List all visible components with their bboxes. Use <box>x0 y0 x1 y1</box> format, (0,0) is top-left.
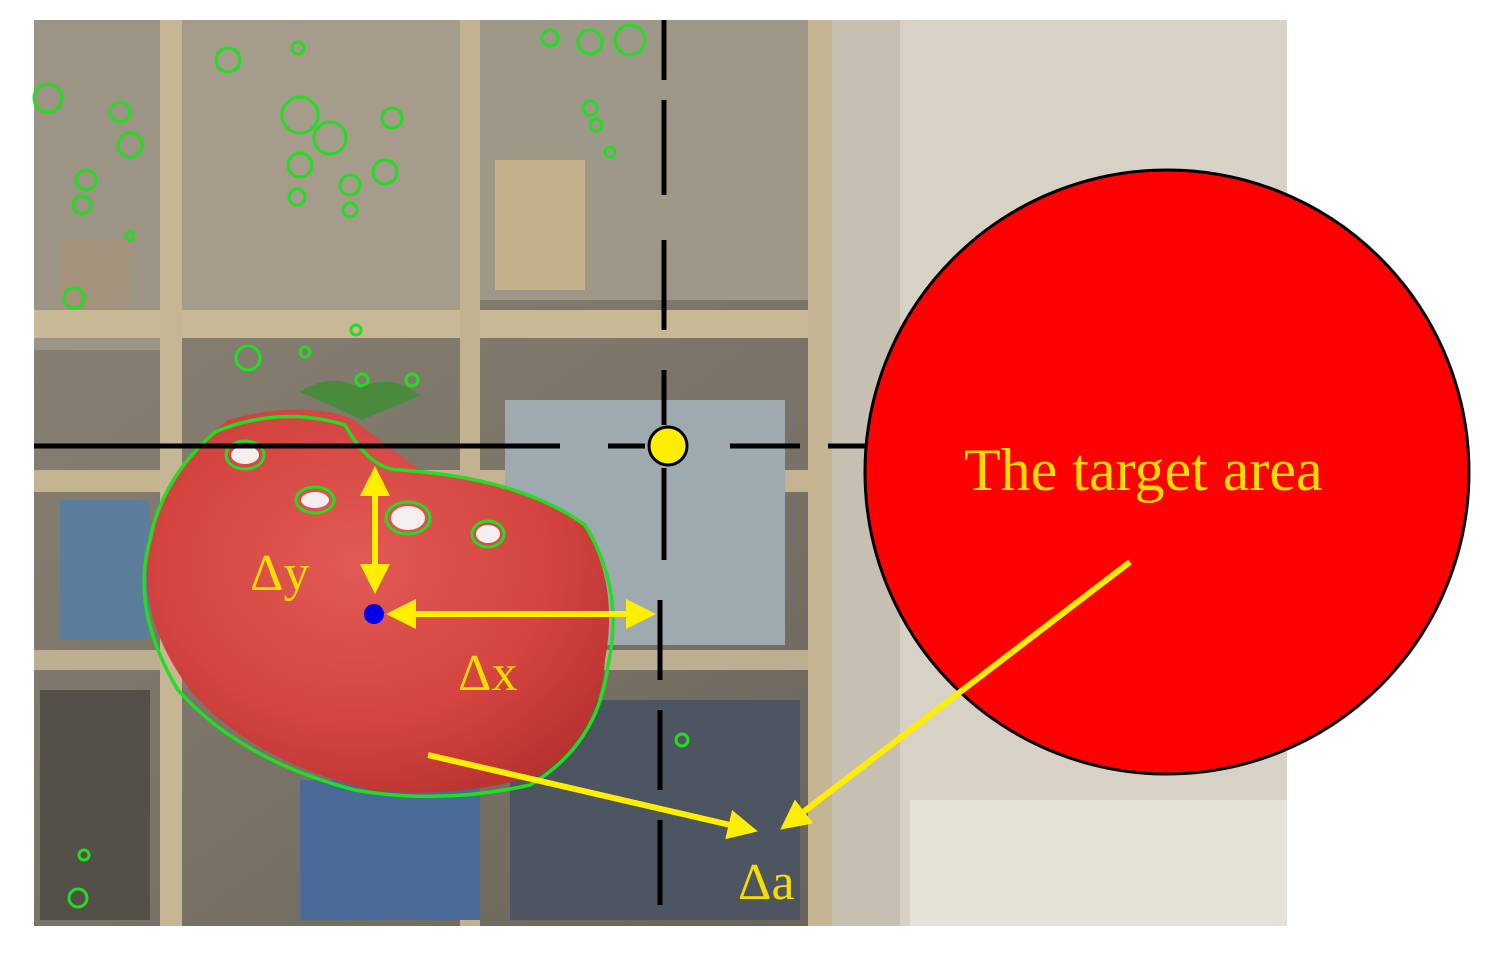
delta-a-label: Δa <box>738 854 795 911</box>
noise-contours <box>32 23 690 909</box>
delta-arrows <box>360 466 1132 840</box>
delta-a-arrow-from-tomato <box>427 752 758 840</box>
target-area-label: The target area <box>964 437 1323 503</box>
tomato-centroid <box>364 604 384 624</box>
delta-x-label: Δx <box>458 645 518 702</box>
crosshair <box>34 20 880 905</box>
target-area-circle <box>863 168 1471 776</box>
tomato <box>146 380 610 793</box>
image-center-point <box>647 425 689 467</box>
delta-y-label: Δy <box>250 545 310 602</box>
delta-a-arrow-from-target <box>780 559 1132 830</box>
